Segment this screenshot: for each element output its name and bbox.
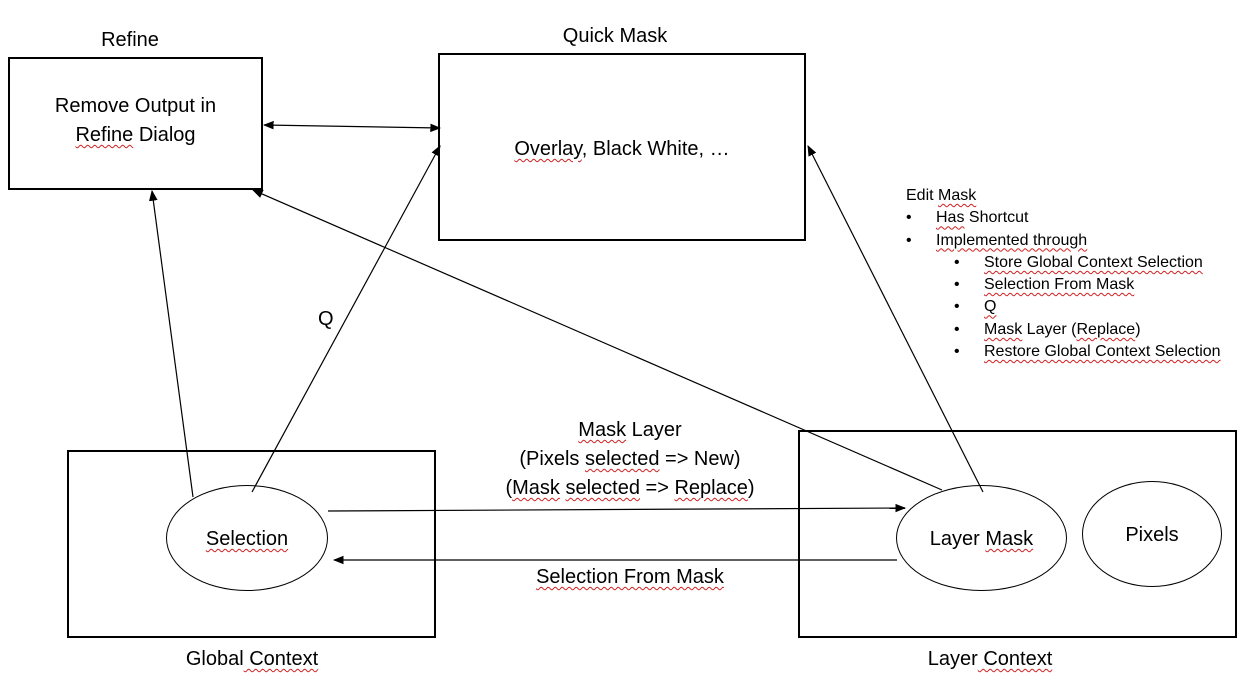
selection-from-mask-label: Selection From Mask: [480, 564, 780, 590]
arrow-selection-to-refine: [149, 189, 194, 498]
mask-layer-line3-word1: Mask: [512, 477, 560, 499]
mask-layer-line3: (Mask selected => Replace): [505, 477, 755, 499]
layer-mask-node: [896, 485, 1067, 591]
edit-mask-subitem-q-text: Q: [984, 298, 997, 316]
pixels-label: Pixels: [1125, 524, 1179, 546]
global-context-title-rest: Context: [243, 648, 319, 670]
refine-title: Refine: [101, 29, 159, 51]
layer-context-title: Layer Context: [890, 646, 1090, 672]
edit-mask-subitem-store-text: Store Global Context Selection: [984, 253, 1203, 271]
edit-mask-subitem-q: Q: [954, 296, 1221, 319]
global-context-title-word: Global: [185, 648, 244, 670]
refine-box: [8, 57, 263, 190]
edit-mask-subitem-selection-from-mask: Selection From Mask: [954, 274, 1221, 297]
global-context-box: [67, 450, 436, 638]
quick-mask-body-word: Overlay: [514, 138, 582, 160]
edit-mask-heading: Edit Mask: [906, 187, 977, 204]
mask-layer-line3-word3: Replace: [674, 477, 748, 499]
edit-mask-item-shortcut: Has Shortcut: [906, 207, 1221, 230]
edit-mask-item-shortcut-word: Has: [936, 209, 965, 227]
quick-mask-box: [438, 53, 806, 241]
refine-body-line2: Refine Dialog: [8, 122, 263, 148]
quick-mask-body-rest: , Black White, …: [581, 138, 730, 160]
mask-layer-line2-word: selected: [584, 448, 660, 470]
quick-mask-body: Overlay, Black White, …: [438, 136, 806, 162]
edit-mask-item-implemented: Implemented through: [906, 230, 1221, 253]
arrow-selection-to-layermask: [327, 503, 907, 513]
refine-body-line2-rest: Dialog: [133, 124, 196, 146]
mask-layer-line1: Mask Layer: [578, 419, 682, 441]
edit-mask-subitem-selection-from-mask-text: Selection From Mask: [984, 276, 1135, 294]
arrow-layermask-to-refine: [252, 189, 943, 491]
refine-body-line2-word: Refine: [75, 124, 134, 146]
edit-mask-notes: Edit Mask Has Shortcut Implemented throu…: [906, 185, 1221, 364]
arrow-layermask-to-quickmask: [807, 145, 984, 493]
pixels-node: [1082, 481, 1222, 587]
mask-layer-line1-word: Mask: [578, 419, 627, 441]
selection-from-mask-text: Selection From Mask: [536, 566, 724, 588]
edit-mask-subitem-restore: Restore Global Context Selection: [954, 341, 1221, 364]
edit-mask-subitem-restore-text: Restore Global Context Selection: [984, 343, 1221, 361]
layer-mask-label-word: Mask: [985, 528, 1034, 550]
mask-layer-line3-word2: selected: [565, 477, 640, 499]
edit-mask-item-implemented-text: Implemented through: [936, 231, 1088, 249]
edit-mask-subitem-store: Store Global Context Selection: [954, 252, 1221, 275]
selection-label-text: Selection: [205, 528, 289, 550]
edit-mask-subitem-mask-layer-text: Mask: [984, 320, 1023, 338]
arrow-refine-quickmask: [262, 120, 442, 133]
quick-mask-title: Quick Mask: [562, 25, 668, 47]
selection-label: Selection: [166, 526, 328, 552]
layer-context-box: [798, 430, 1237, 638]
arrow-selection-to-quickmask: [251, 145, 441, 493]
q-edge-label: Q: [318, 308, 334, 330]
refine-body-line1: Remove Output in: [54, 95, 217, 117]
selection-node: [166, 485, 328, 591]
layer-context-title-word: Layer: [927, 648, 978, 670]
layer-mask-label: Layer Mask: [929, 528, 1034, 550]
mask-layer-line2: (Pixels selected => New): [519, 448, 741, 470]
global-context-title: Global Context: [152, 646, 352, 672]
edit-mask-subitem-mask-layer-replace: Replace: [1076, 320, 1136, 338]
layer-context-title-rest: Context: [977, 648, 1053, 670]
edit-mask-list: Has Shortcut Implemented through Store G…: [906, 207, 1221, 363]
edit-mask-heading-word: Mask: [938, 187, 977, 204]
edit-mask-subitem-mask-layer: Mask Layer (Replace): [954, 319, 1221, 342]
